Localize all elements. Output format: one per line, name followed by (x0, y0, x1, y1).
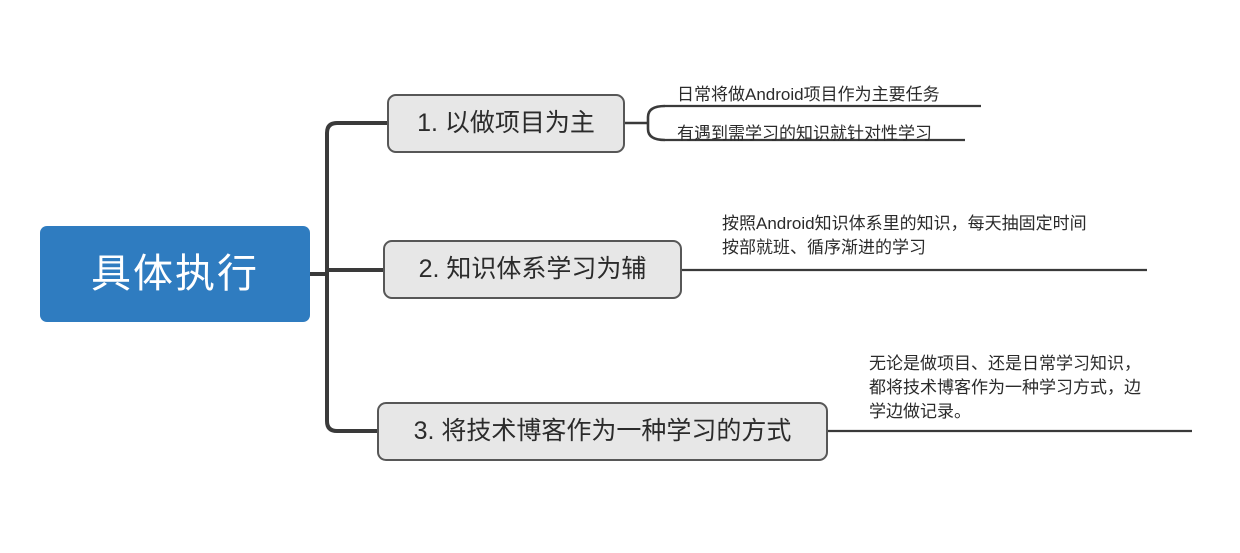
leaf-node-1-1[interactable]: 日常将做Android项目作为主要任务 (677, 85, 940, 104)
wire-branch-1-bracket (646, 104, 666, 142)
root-node-label: 具体执行 (91, 252, 259, 296)
branch-node-3[interactable]: 3. 将技术博客作为一种学习的方式 (377, 402, 828, 461)
wire-trunk-branch-1 (325, 121, 387, 274)
branch-node-1[interactable]: 1. 以做项目为主 (387, 94, 625, 153)
branch-node-2-label: 2. 知识体系学习为辅 (418, 255, 647, 283)
leaf-node-3-1[interactable]: 无论是做项目、还是日常学习知识， 都将技术博客作为一种学习方式，边 学边做记录。 (869, 354, 1141, 421)
wire-trunk-branch-3 (325, 274, 377, 433)
leaf-node-1-2[interactable]: 有遇到需学习的知识就针对性学习 (677, 124, 932, 143)
branch-node-3-label: 3. 将技术博客作为一种学习的方式 (413, 417, 792, 445)
root-node[interactable]: 具体执行 (40, 226, 310, 322)
branch-node-1-label: 1. 以做项目为主 (417, 109, 595, 137)
leaf-node-2-1[interactable]: 按照Android知识体系里的知识，每天抽固定时间 按部就班、循序渐进的学习 (722, 214, 1087, 257)
branch-node-2[interactable]: 2. 知识体系学习为辅 (383, 240, 682, 299)
